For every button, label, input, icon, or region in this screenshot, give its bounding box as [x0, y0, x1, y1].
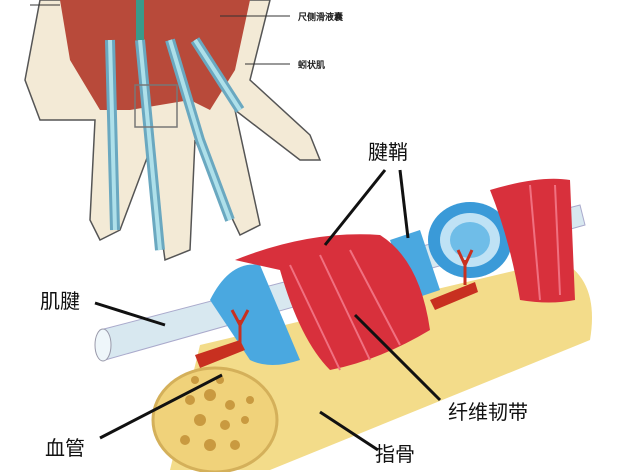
blood-vessels — [195, 249, 478, 368]
label-blood-vessel: 血管 — [45, 436, 85, 460]
label-phalanx: 指骨 — [375, 442, 415, 466]
fibrous-ligaments — [235, 178, 575, 371]
leader-lines — [94, 169, 442, 452]
hand-illustration — [24, 0, 322, 262]
label-tendon-sheath: 腱鞘 — [368, 140, 408, 164]
label-lumbrical: 蚓状肌 — [298, 61, 326, 71]
label-fibrous-ligament: 纤维韧带 — [448, 400, 528, 424]
label-ulnar-bursa: 尺侧滑液囊 — [298, 13, 344, 23]
tendon-sheath — [210, 202, 512, 365]
label-tendon: 肌腱 — [40, 289, 80, 313]
